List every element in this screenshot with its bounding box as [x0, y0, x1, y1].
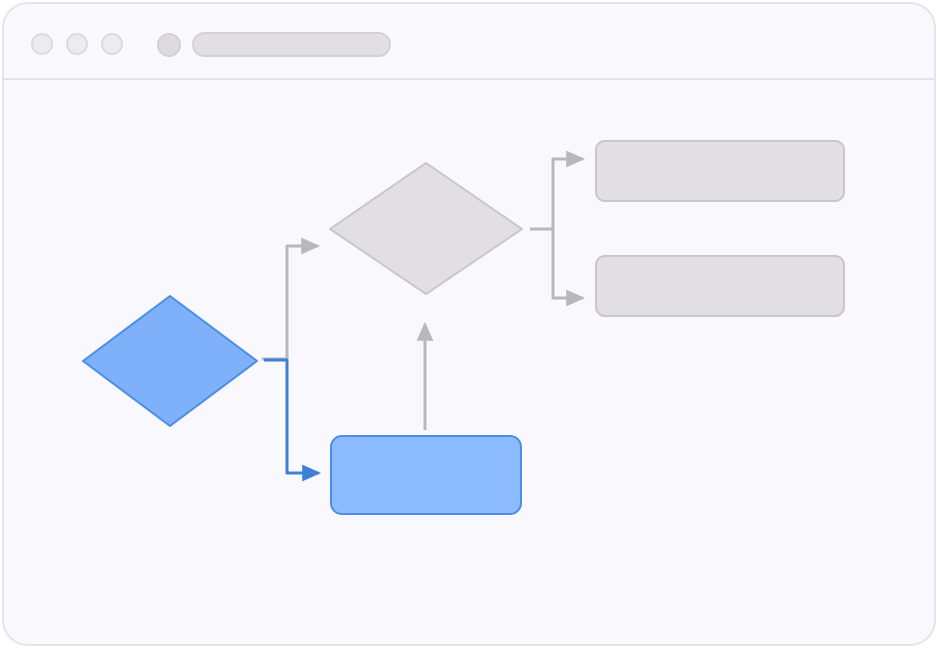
decision-node-blue[interactable]: [82, 295, 258, 427]
maximize-window-button[interactable]: [101, 33, 123, 55]
close-window-button[interactable]: [31, 33, 53, 55]
process-node-gray-bottom[interactable]: [595, 255, 845, 317]
connector-gray-decision-to-bottom-process: [551, 229, 586, 307]
process-node-gray-top[interactable]: [595, 140, 845, 202]
connector-blue-decision-to-blue-process: [264, 358, 322, 482]
decision-node-gray[interactable]: [329, 162, 523, 295]
connector-blue-decision-to-gray-decision: [262, 237, 321, 361]
window-titlebar: [4, 4, 934, 80]
connector-gray-decision-to-top-process: [530, 150, 586, 231]
address-bar[interactable]: [192, 32, 391, 57]
minimize-window-button[interactable]: [66, 33, 88, 55]
tab-favicon-icon: [157, 33, 181, 57]
process-node-blue[interactable]: [330, 435, 522, 515]
